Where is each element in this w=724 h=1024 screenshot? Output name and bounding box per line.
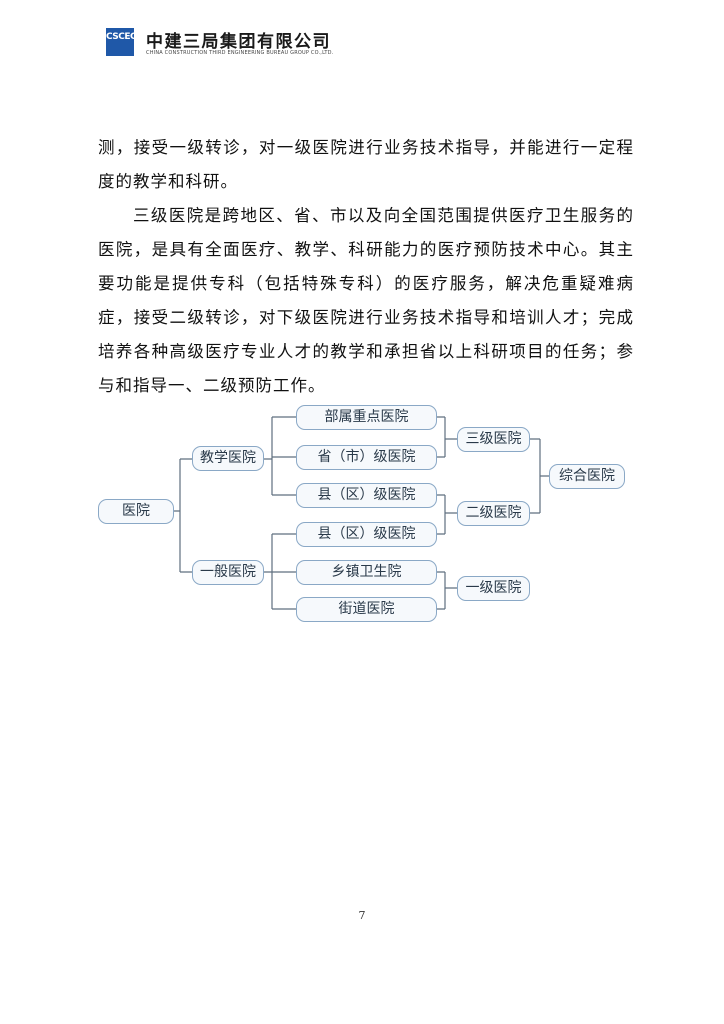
connector-comprehensive xyxy=(530,438,549,514)
node-level-2-hospital: 二级医院 xyxy=(457,501,530,526)
node-hospital: 医院 xyxy=(98,499,174,524)
node-comprehensive-hospital: 综合医院 xyxy=(549,464,625,489)
connector-teaching xyxy=(264,416,296,496)
node-township-health-center: 乡镇卫生院 xyxy=(296,560,437,585)
company-name-cn: 中建三局集团有限公司 xyxy=(146,32,331,52)
paragraph-1: 测，接受一级转诊，对一级医院进行业务技术指导，并能进行一定程度的教学和科研。 xyxy=(98,138,634,191)
paragraph-2: 三级医院是跨地区、省、市以及向全国范围提供医疗卫生服务的医院，是具有全面医疗、教… xyxy=(98,206,634,395)
node-ministry-key-hospital: 部属重点医院 xyxy=(296,405,437,430)
connector-level3 xyxy=(437,416,457,458)
node-level-3-hospital: 三级医院 xyxy=(457,427,530,452)
connector-root xyxy=(174,458,192,573)
logo-text: CSCEC xyxy=(106,32,137,42)
node-teaching-hospital: 教学医院 xyxy=(192,446,264,471)
node-county-hospital-1: 县（区）级医院 xyxy=(296,483,437,508)
connector-level2 xyxy=(437,494,457,535)
connector-level1 xyxy=(437,571,457,610)
company-name-en: CHINA CONSTRUCTION THIRD ENGINEERING BUR… xyxy=(146,50,334,56)
node-level-1-hospital: 一级医院 xyxy=(457,576,530,601)
company-logo: CSCEC xyxy=(106,28,137,56)
node-street-hospital: 街道医院 xyxy=(296,597,437,622)
page-number: 7 xyxy=(358,909,366,922)
connector-general xyxy=(264,533,296,610)
node-county-hospital-2: 县（区）级医院 xyxy=(296,522,437,547)
node-provincial-city-hospital: 省（市）级医院 xyxy=(296,445,437,470)
node-general-hospital: 一般医院 xyxy=(192,560,264,585)
